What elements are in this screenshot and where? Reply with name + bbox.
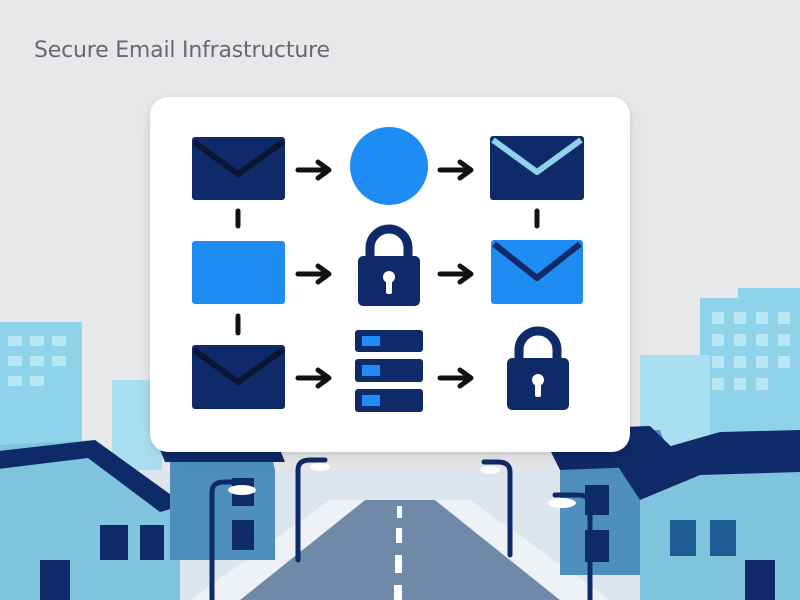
house-right-front [615,430,800,600]
arrow-connector [440,162,471,178]
server-stack-icon [355,330,423,412]
arrow-connector [298,370,329,386]
lamp-heads [228,463,576,508]
road-markings [394,506,402,600]
envelope-icon [192,345,285,409]
padlock-icon [507,326,569,410]
padlock-icon [358,224,420,306]
road [240,500,560,600]
house-left-front [0,440,185,600]
envelope-icon [490,136,584,200]
envelope-icon [491,240,583,304]
arrow-connector [440,266,471,282]
tower-left-windows [8,336,66,386]
street-lamps [209,457,593,600]
tower-right-windows [712,312,790,390]
arrow-connector [440,370,471,386]
envelope-icon [192,137,285,200]
page-title: Secure Email Infrastructure [34,38,330,63]
circle-node-icon [350,127,428,205]
arrow-connector [298,162,329,178]
arrow-connector [298,266,329,282]
rectangle-node-icon [192,241,285,304]
